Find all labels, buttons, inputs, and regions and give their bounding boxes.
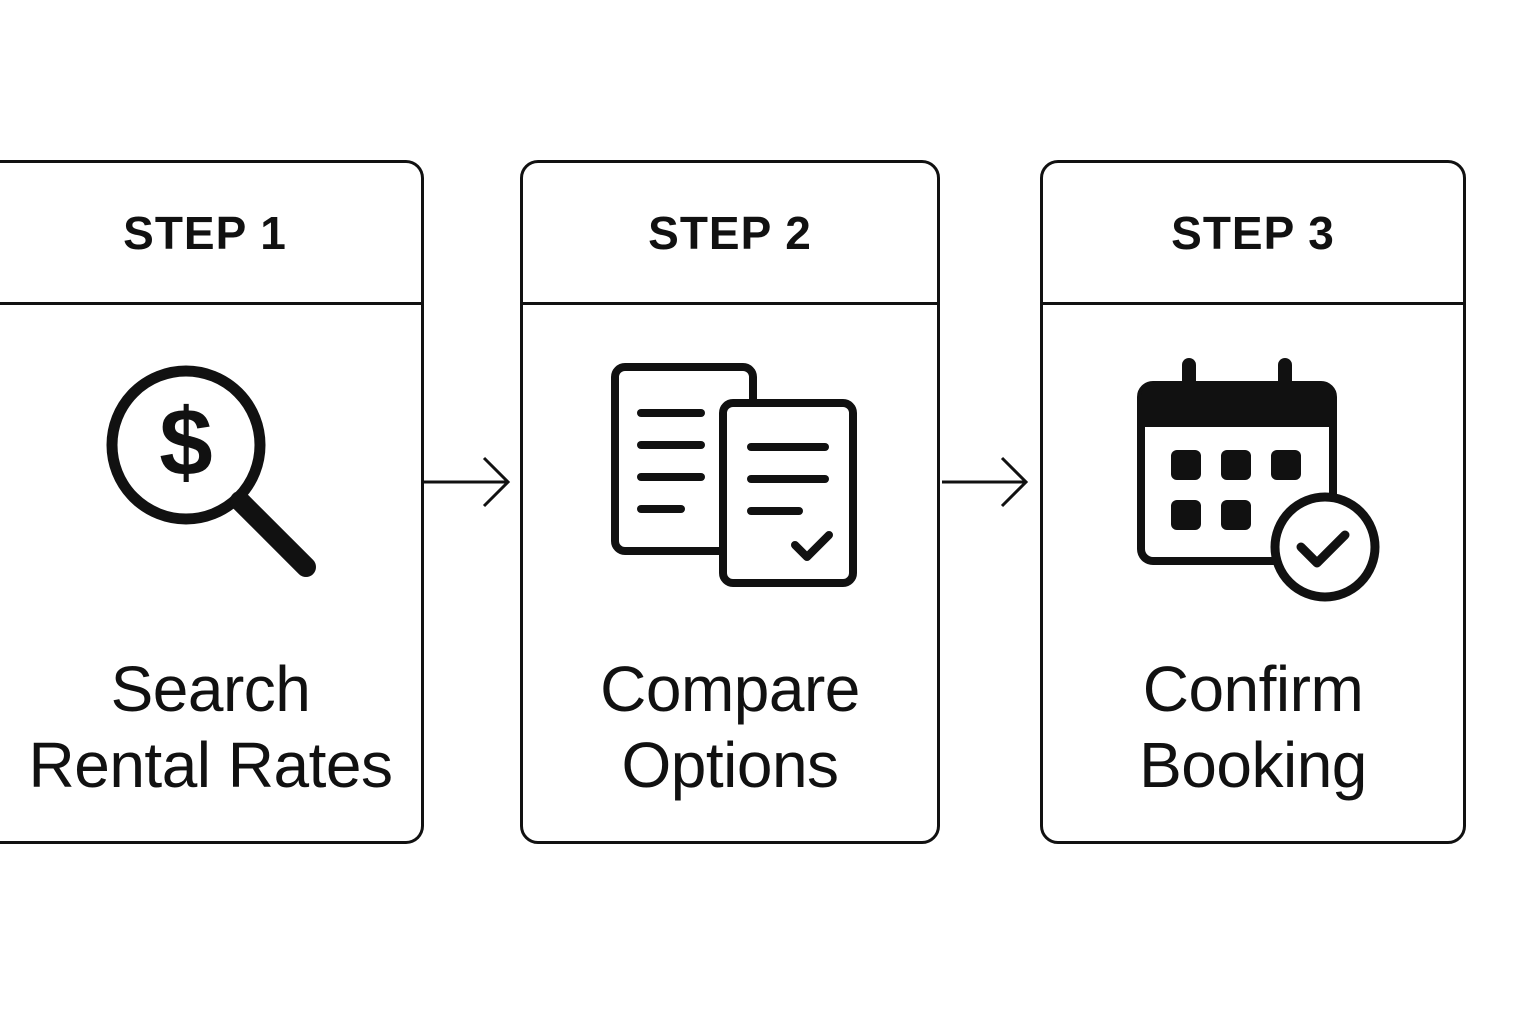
step-title-3-line-2: Booking (1139, 729, 1367, 801)
step-title-2-line-1: Compare (600, 653, 860, 725)
dollar-magnifier-icon: $ (0, 353, 421, 613)
calendar-check-icon (1043, 353, 1463, 613)
step-header-1: STEP 1 (0, 163, 421, 305)
step-title-3: Confirm Booking (1043, 651, 1463, 803)
step-header-3: STEP 3 (1043, 163, 1463, 305)
arrow-right-icon (424, 456, 511, 508)
documents-check-icon (523, 353, 937, 613)
step-card-3: STEP 3 Confirm Booking (1040, 160, 1466, 844)
step-title-2-line-2: Options (621, 729, 839, 801)
svg-text:$: $ (159, 389, 212, 496)
step-label-3: STEP 3 (1171, 206, 1335, 259)
step-card-1: STEP 1 $ Search Rental Rates (0, 160, 424, 844)
step-label-1: STEP 1 (123, 206, 287, 259)
step-title-1: Search Rental Rates (0, 651, 421, 803)
step-title-1-line-1: Search (110, 653, 311, 725)
arrow-right-icon (942, 456, 1029, 508)
step-title-2: Compare Options (523, 651, 937, 803)
step-title-3-line-1: Confirm (1142, 653, 1364, 725)
step-label-2: STEP 2 (648, 206, 812, 259)
step-title-1-line-2: Rental Rates (28, 729, 393, 801)
step-header-2: STEP 2 (523, 163, 937, 305)
step-card-2: STEP 2 Compare Options (520, 160, 940, 844)
